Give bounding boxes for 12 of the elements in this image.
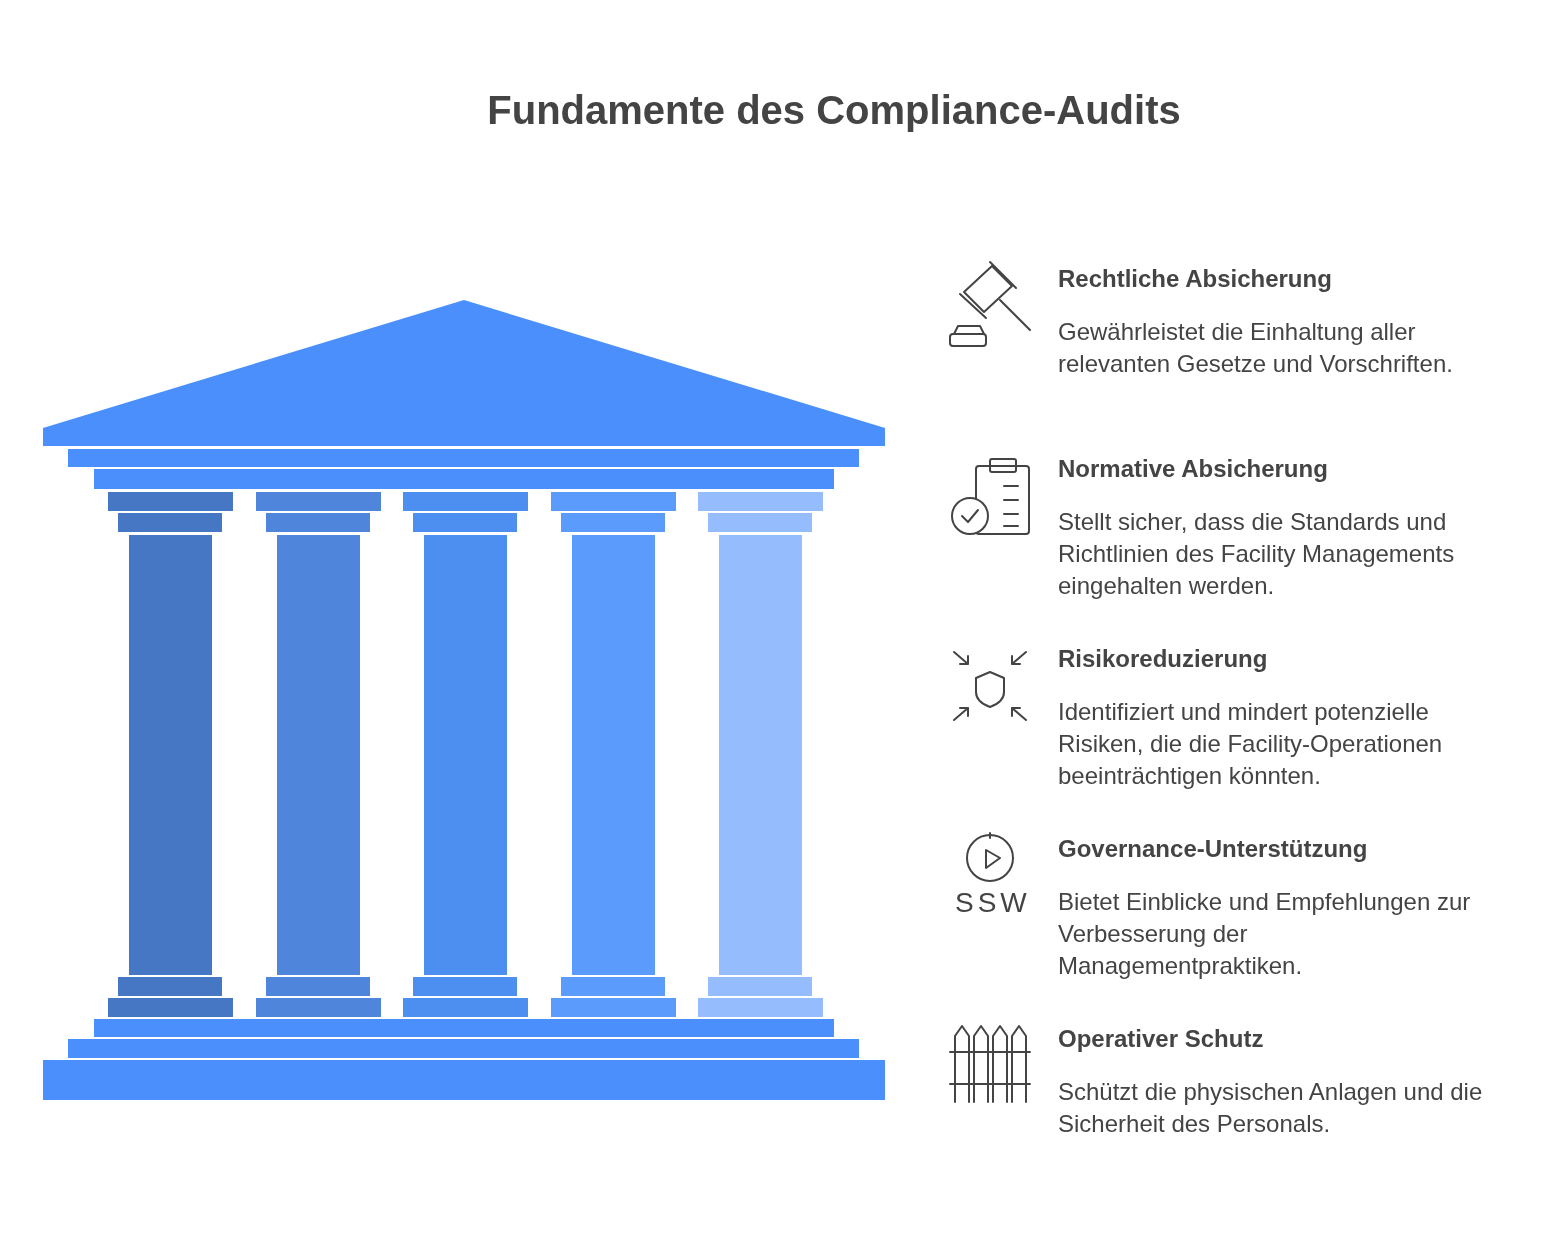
- description: Identifiziert und mindert potenzielle Risiken, die die Facility-Operationen beeinträchtigen könnten.: [1058, 697, 1444, 791]
- description: Gewährleistet die Einhaltung aller relevanten Gesetze und Vorschriften.: [1058, 317, 1454, 379]
- heading: Governance-Unterstützung: [1058, 835, 1368, 863]
- heading: Normative Absicherung: [1058, 455, 1328, 483]
- description: Stellt sicher, dass die Standards und Richtlinien des Facility Managements eingehalten werden.: [1058, 507, 1456, 601]
- heading: Rechtliche Absicherung: [1058, 265, 1332, 293]
- title: Fundamente des Compliance-Audits: [486, 88, 1182, 133]
- description: Bietet Einblicke und Empfehlungen zur Verbesserung der Managementpraktiken.: [1058, 887, 1472, 981]
- compass-direction-label: SSW: [955, 887, 1031, 919]
- description: Schützt die physischen Anlagen und die Sicherheit des Personals.: [1058, 1077, 1484, 1139]
- heading: Operativer Schutz: [1058, 1025, 1264, 1053]
- heading: Risikoreduzierung: [1058, 645, 1268, 673]
